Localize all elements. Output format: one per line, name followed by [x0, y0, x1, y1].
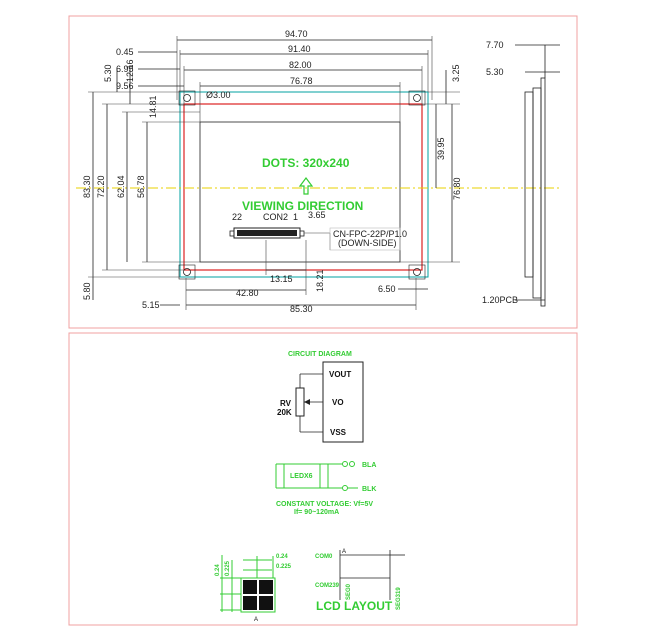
dot-size-4: 0.225 [276, 564, 292, 570]
connector-note-1: CN-FPC-22P/P1.0 [333, 229, 407, 239]
dim-85-30: 85.30 [290, 304, 313, 314]
rv-value: 20K [277, 408, 292, 417]
dim-62-04: 62.04 [116, 175, 126, 198]
dots-text: DOTS: 320x240 [262, 156, 350, 170]
constant-voltage: CONSTANT VOLTAGE: Vf=5V [276, 501, 373, 508]
viewing-direction: VIEWING DIRECTION [242, 199, 363, 213]
pcb-outline [179, 91, 429, 278]
dim-42-80: 42.80 [236, 288, 259, 298]
dim-83-30: 83.30 [82, 175, 92, 198]
dot-size-3: 0.24 [276, 554, 288, 560]
dim-13-15: 13.15 [270, 274, 293, 284]
top-frame [68, 15, 578, 329]
dim-14-81: 14.81 [148, 95, 158, 118]
side-dim-7-70: 7.70 [486, 40, 504, 50]
lcd-layout-title: LCD LAYOUT [316, 599, 393, 613]
dim-6-95: 6.95 [116, 64, 134, 74]
current-spec: If= 90~120mA [294, 509, 339, 516]
circuit-diagram [275, 361, 364, 491]
potentiometer [295, 387, 305, 417]
dot-size-2: 0.225 [225, 560, 231, 576]
dim-5-15: 5.15 [142, 300, 160, 310]
mount-holes [178, 90, 426, 280]
dim-0-45: 0.45 [116, 47, 134, 57]
dot-size-1: 0.24 [215, 564, 221, 576]
hole-label: Ø3.00 [206, 90, 231, 100]
bottom-frame [68, 332, 578, 626]
dim-18-21: 18.21 [315, 269, 325, 292]
up-arrow-icon [298, 177, 314, 195]
front-view [76, 36, 560, 310]
dim-5-80: 5.80 [82, 282, 92, 300]
rv-label: RV [280, 399, 292, 408]
viewing-area [199, 121, 401, 263]
dim-6-50: 6.50 [378, 284, 396, 294]
layout-corner-a-2: A [342, 549, 346, 555]
con2-label: CON2 [263, 212, 288, 222]
circuit-title: CIRCUIT DIAGRAM [288, 351, 352, 358]
bla-label: BLA [362, 462, 376, 469]
dim-91-40: 91.40 [288, 44, 311, 54]
dim-12-16: 12.16 [125, 59, 135, 82]
vout-label: VOUT [329, 370, 351, 379]
dim-56-78: 56.78 [136, 175, 146, 198]
vss-label: VSS [330, 428, 347, 437]
dim-82-00: 82.00 [289, 60, 312, 70]
seg319-label: SEG319 [396, 587, 402, 610]
vo-label: VO [332, 398, 344, 407]
dim-5-30-left: 5.30 [103, 64, 113, 82]
blk-label: BLK [362, 486, 376, 493]
dim-76-80: 76.80 [452, 177, 462, 200]
dim-3-65: 3.65 [308, 210, 326, 220]
led-label: LEDX6 [290, 473, 313, 480]
dim-9-56: 9.56 [116, 81, 134, 91]
dim-72-20: 72.20 [96, 175, 106, 198]
pin-1: 1 [293, 212, 298, 222]
dim-3-25: 3.25 [451, 64, 461, 82]
side-dim-5-30: 5.30 [486, 67, 504, 77]
seg0-label: SEG0 [346, 583, 352, 600]
side-view [515, 44, 560, 307]
dim-39-95: 39.95 [436, 137, 446, 160]
connector-note-2: (DOWN-SIDE) [338, 238, 397, 248]
pin-22: 22 [232, 212, 242, 222]
com0-label: COM0 [315, 554, 333, 560]
com239-label: COM239 [315, 583, 340, 589]
side-dim-pcb: 1.20PCB [482, 295, 518, 305]
fpc-pins [237, 230, 297, 236]
dim-76-78: 76.78 [290, 76, 313, 86]
lcd-layout [220, 550, 405, 613]
dim-94-70: 94.70 [285, 29, 308, 39]
layout-corner-a: A [254, 617, 258, 623]
